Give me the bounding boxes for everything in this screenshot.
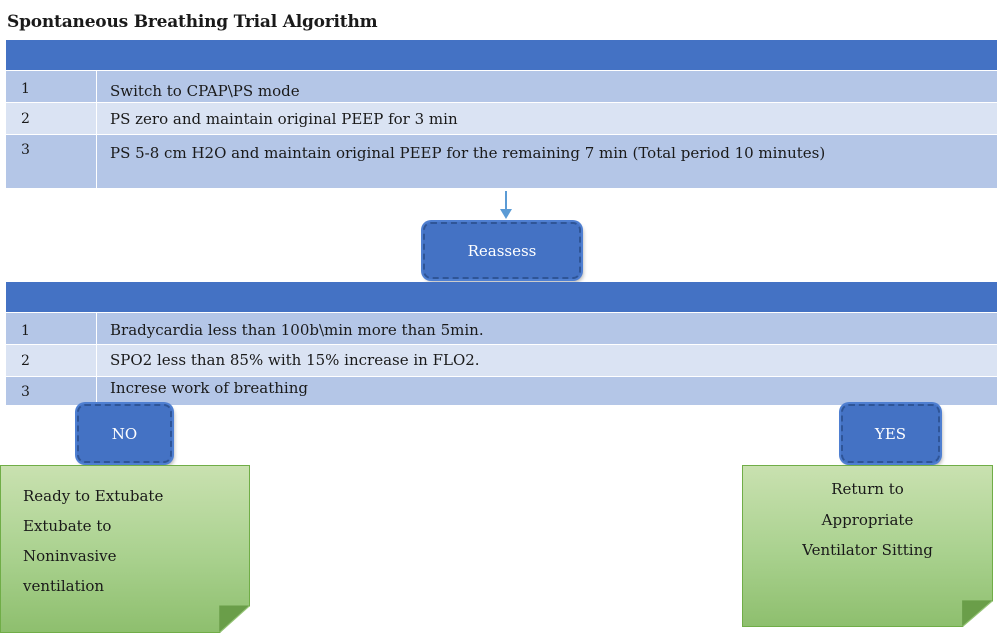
yes-outcome-note: Return to Appropriate Ventilator Sitting (742, 465, 993, 627)
row-number: 1 (6, 71, 97, 102)
note-line: Appropriate (821, 510, 914, 529)
table-row: 3 PS 5-8 cm H2O and maintain original PE… (6, 134, 997, 188)
row-text: PS zero and maintain original PEEP for 3… (110, 110, 458, 128)
table-header (6, 282, 997, 312)
table-row: 1 Bradycardia less than 100b\min more th… (6, 312, 997, 344)
folded-corner (219, 605, 249, 632)
row-text: PS 5-8 cm H2O and maintain original PEEP… (110, 144, 826, 162)
note-line: Ready to Extubate (23, 487, 164, 505)
note-line: ventilation (23, 577, 105, 595)
no-box: NO (77, 404, 172, 463)
note-line: Extubate to (23, 517, 112, 535)
row-number: 2 (6, 103, 97, 134)
table-row: 2 SPO2 less than 85% with 15% increase i… (6, 344, 997, 376)
page-title: Spontaneous Breathing Trial Algorithm (7, 12, 378, 32)
table-row: 3 Increse work of breathing (6, 376, 997, 405)
row-text: Bradycardia less than 100b\min more than… (110, 321, 484, 339)
trial-steps-table: 1 Switch to CPAP\PS mode 2 PS zero and m… (6, 40, 997, 188)
folded-corner (962, 600, 992, 626)
reassess-box: Reassess (423, 222, 581, 279)
row-text: SPO2 less than 85% with 15% increase in … (110, 351, 480, 369)
failure-criteria-table: 1 Bradycardia less than 100b\min more th… (6, 282, 997, 405)
table-row: 1 Switch to CPAP\PS mode (6, 70, 997, 102)
note-line: Return to (831, 480, 904, 498)
row-text: Switch to CPAP\PS mode (110, 82, 300, 100)
row-number: 3 (6, 135, 97, 188)
row-number: 1 (6, 313, 97, 344)
table-header (6, 40, 997, 70)
row-text: Increse work of breathing (110, 379, 308, 397)
yes-box: YES (841, 404, 940, 463)
down-arrow-icon (500, 191, 512, 219)
row-number: 3 (6, 377, 97, 405)
table-row: 2 PS zero and maintain original PEEP for… (6, 102, 997, 134)
row-number: 2 (6, 345, 97, 376)
note-line: Noninvasive (23, 547, 117, 565)
note-line: Ventilator Sitting (802, 541, 933, 559)
no-outcome-note: Ready to Extubate Extubate to Noninvasiv… (0, 465, 250, 633)
